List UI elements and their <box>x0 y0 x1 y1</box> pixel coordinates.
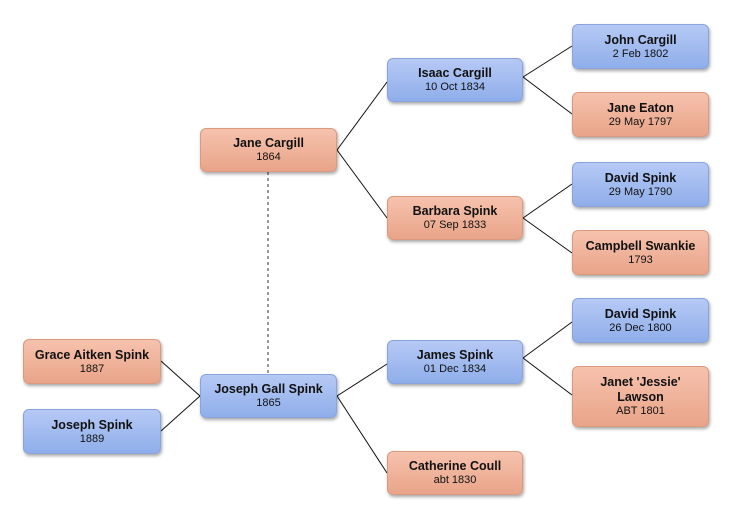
person-john-cargill[interactable]: John Cargill 2 Feb 1802 <box>572 24 709 69</box>
person-date: 07 Sep 1833 <box>423 219 487 231</box>
person-name: Janet 'Jessie' Lawson <box>600 375 681 404</box>
person-date: abt 1830 <box>433 474 477 486</box>
person-jane-eaton[interactable]: Jane Eaton 29 May 1797 <box>572 92 709 137</box>
person-campbell-swankie[interactable]: Campbell Swankie 1793 <box>572 230 709 275</box>
edge-jane-cargill-isaac <box>336 81 388 151</box>
person-catherine-coull[interactable]: Catherine Coull abt 1830 <box>387 451 523 495</box>
person-name: Catherine Coull <box>408 459 502 473</box>
person-isaac-cargill[interactable]: Isaac Cargill 10 Oct 1834 <box>387 58 523 102</box>
person-name: John Cargill <box>604 32 677 47</box>
edge-joseph-spink-joseph <box>160 395 201 432</box>
person-date: 26 Dec 1800 <box>609 321 672 334</box>
edge-joseph-james <box>336 363 388 397</box>
person-date: 01 Dec 1834 <box>423 363 487 375</box>
person-james-spink[interactable]: James Spink 01 Dec 1834 <box>387 340 523 384</box>
person-name: Barbara Spink <box>412 204 498 218</box>
person-name: Grace Aitken Spink <box>34 347 150 362</box>
person-date: 10 Oct 1834 <box>425 81 485 93</box>
edge-joseph-catherine <box>336 395 388 474</box>
edge-grace-joseph <box>160 360 201 397</box>
person-david-spink-1800[interactable]: David Spink 26 Dec 1800 <box>572 298 709 343</box>
person-joseph-gall-spink[interactable]: Joseph Gall Spink 1865 <box>200 374 337 418</box>
person-joseph-spink[interactable]: Joseph Spink 1889 <box>23 409 161 454</box>
person-name: Jane Cargill <box>233 136 304 150</box>
edge-isaac-jane-eaton <box>522 76 573 115</box>
person-date: 29 May 1790 <box>608 185 673 198</box>
person-date: 1889 <box>79 432 105 445</box>
person-grace-aitken-spink[interactable]: Grace Aitken Spink 1887 <box>23 339 161 384</box>
person-name: David Spink <box>604 170 677 185</box>
edge-isaac-john <box>522 45 573 78</box>
person-david-spink-1790[interactable]: David Spink 29 May 1790 <box>572 162 709 207</box>
person-date: 29 May 1797 <box>608 115 673 128</box>
edge-barbara-campbell <box>522 217 573 254</box>
person-date: 1865 <box>256 397 281 409</box>
person-name: Isaac Cargill <box>418 66 492 80</box>
person-date: 1864 <box>256 151 281 163</box>
person-name: Joseph Gall Spink <box>214 382 323 396</box>
person-name: Joseph Spink <box>51 417 133 432</box>
edge-jane-cargill-barbara <box>336 149 388 219</box>
person-date: 1887 <box>79 362 105 375</box>
person-date: 1793 <box>628 253 653 266</box>
edge-barbara-david <box>522 183 573 219</box>
person-name: Jane Eaton <box>607 100 674 115</box>
person-name: Campbell Swankie <box>585 238 696 253</box>
person-name: David Spink <box>604 306 677 321</box>
person-date: 2 Feb 1802 <box>612 47 669 60</box>
person-jane-cargill[interactable]: Jane Cargill 1864 <box>200 128 337 172</box>
edge-james-janet <box>522 357 573 396</box>
edge-james-david <box>522 321 573 359</box>
person-janet-lawson[interactable]: Janet 'Jessie' Lawson ABT 1801 <box>572 366 709 427</box>
person-name: James Spink <box>416 348 494 362</box>
person-date: ABT 1801 <box>616 405 665 417</box>
person-barbara-spink[interactable]: Barbara Spink 07 Sep 1833 <box>387 196 523 240</box>
